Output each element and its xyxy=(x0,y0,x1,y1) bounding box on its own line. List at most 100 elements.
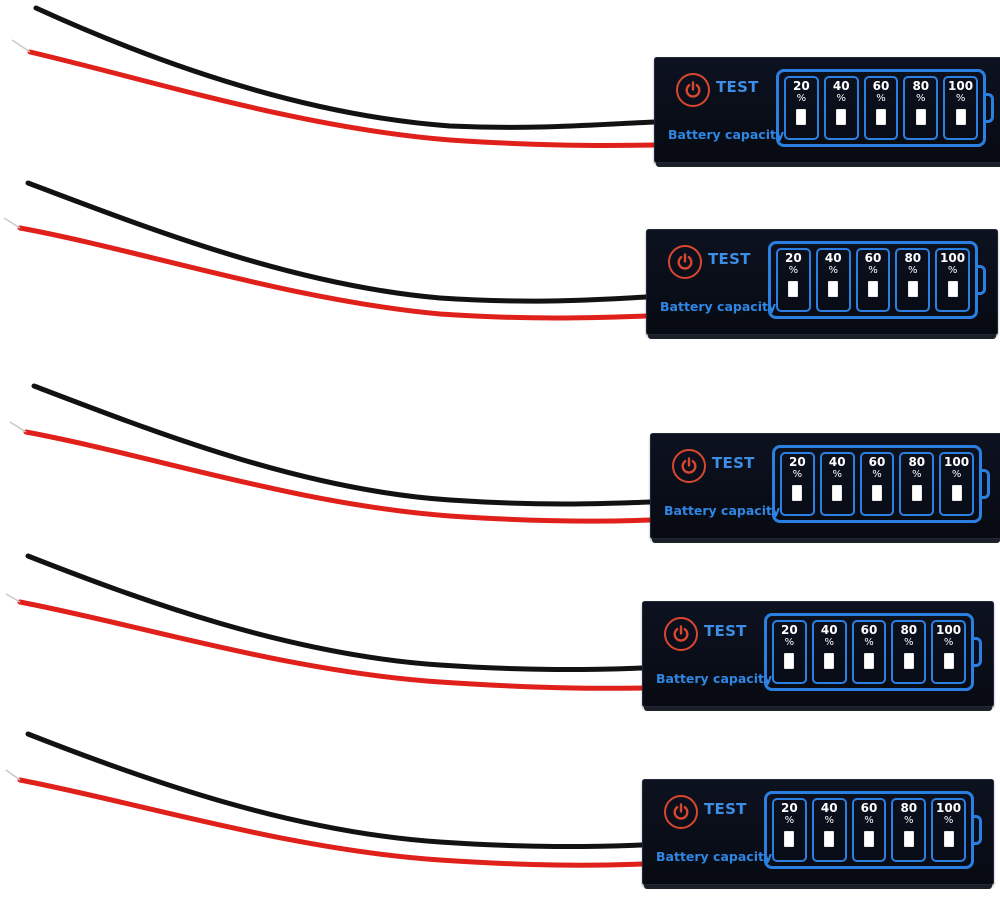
level-unit: % xyxy=(784,815,795,826)
level-cell-40: 40 % xyxy=(815,248,851,312)
level-cell-80: 80 % xyxy=(903,76,939,140)
level-value: 40 xyxy=(820,623,838,637)
level-cell-100: 100 % xyxy=(939,452,974,516)
level-led xyxy=(907,281,918,297)
level-led xyxy=(792,485,803,501)
level-cell-80: 80 % xyxy=(891,620,927,684)
battery-terminal xyxy=(974,637,982,667)
level-value: 80 xyxy=(900,623,918,637)
level-cell-80: 80 % xyxy=(899,452,935,516)
level-value: 20 xyxy=(785,251,802,265)
level-led xyxy=(832,485,843,501)
level-cell-60: 60 % xyxy=(859,452,895,516)
wire-black xyxy=(25,553,645,673)
level-led xyxy=(951,485,962,501)
level-value: 80 xyxy=(912,79,930,93)
level-unit: % xyxy=(832,469,842,480)
battery-indicator-board-2: TEST Battery capacity 20 % 40 % 60 % 80 … xyxy=(646,229,998,339)
level-value: 100 xyxy=(936,623,962,637)
battery-capacity-label: Battery capacity xyxy=(656,671,773,686)
level-unit: % xyxy=(784,637,795,648)
test-label: TEST xyxy=(704,622,747,640)
level-value: 80 xyxy=(904,251,922,265)
level-cell-100: 100 % xyxy=(931,798,966,862)
level-led xyxy=(788,281,799,297)
level-cell-40: 40 % xyxy=(823,76,859,140)
wire-pair-4 xyxy=(5,553,645,691)
level-led xyxy=(796,109,807,125)
level-value: 100 xyxy=(948,79,974,93)
level-led xyxy=(824,653,835,669)
level-cell-100: 100 % xyxy=(931,620,966,684)
level-unit: % xyxy=(916,93,926,104)
level-cell-60: 60 % xyxy=(851,798,887,862)
level-led xyxy=(955,109,966,125)
level-cell-80: 80 % xyxy=(895,248,931,312)
level-led xyxy=(863,831,874,847)
level-value: 20 xyxy=(789,455,806,469)
level-value: 80 xyxy=(908,455,926,469)
level-led xyxy=(875,109,886,125)
battery-indicator-board-4: TEST Battery capacity 20 % 40 % 60 % 80 … xyxy=(642,601,994,711)
level-unit: % xyxy=(824,815,834,826)
level-value: 20 xyxy=(781,801,798,815)
level-led xyxy=(867,281,878,297)
level-value: 60 xyxy=(860,623,878,637)
level-unit: % xyxy=(943,637,954,648)
battery-icon: 20 % 40 % 60 % 80 % 100 % xyxy=(768,241,978,319)
test-label: TEST xyxy=(716,78,759,96)
level-unit: % xyxy=(947,265,958,276)
battery-capacity-label: Battery capacity xyxy=(660,299,777,314)
level-unit: % xyxy=(912,469,922,480)
level-unit: % xyxy=(951,469,962,480)
test-label: TEST xyxy=(712,454,755,472)
level-led xyxy=(903,653,914,669)
level-unit: % xyxy=(836,93,846,104)
level-value: 80 xyxy=(900,801,918,815)
wire-strand xyxy=(5,593,21,603)
power-icon xyxy=(668,245,702,279)
level-value: 40 xyxy=(824,251,842,265)
level-cell-40: 40 % xyxy=(811,620,847,684)
level-cell-20: 20 % xyxy=(780,452,815,516)
level-unit: % xyxy=(788,265,799,276)
level-cell-100: 100 % xyxy=(943,76,978,140)
wire-black xyxy=(25,180,649,304)
level-cell-20: 20 % xyxy=(772,620,807,684)
battery-icon: 20 % 40 % 60 % 80 % 100 % xyxy=(772,445,982,523)
battery-terminal xyxy=(978,265,986,295)
level-value: 20 xyxy=(781,623,798,637)
wire-red xyxy=(23,429,653,524)
wire-pair-3 xyxy=(9,383,653,524)
wire-red xyxy=(27,49,659,148)
test-label: TEST xyxy=(708,250,751,268)
level-led xyxy=(828,281,839,297)
power-icon xyxy=(672,449,706,483)
level-led xyxy=(824,831,835,847)
level-led xyxy=(903,831,914,847)
wire-black xyxy=(31,383,653,507)
level-cell-80: 80 % xyxy=(891,798,927,862)
wire-strand xyxy=(9,421,27,433)
level-value: 40 xyxy=(832,79,850,93)
wire-black xyxy=(25,731,645,850)
level-cell-20: 20 % xyxy=(772,798,807,862)
level-led xyxy=(836,109,847,125)
level-unit: % xyxy=(943,815,954,826)
wire-strand xyxy=(5,769,21,781)
wire-red xyxy=(17,599,645,691)
level-unit: % xyxy=(824,637,834,648)
battery-indicator-board-5: TEST Battery capacity 20 % 40 % 60 % 80 … xyxy=(642,779,994,889)
level-unit: % xyxy=(955,93,966,104)
level-led xyxy=(784,831,795,847)
wire-black xyxy=(33,5,659,130)
level-value: 60 xyxy=(860,801,878,815)
battery-capacity-label: Battery capacity xyxy=(668,127,785,142)
level-value: 100 xyxy=(940,251,966,265)
level-unit: % xyxy=(864,637,874,648)
level-cell-60: 60 % xyxy=(863,76,899,140)
level-value: 60 xyxy=(872,79,890,93)
level-unit: % xyxy=(864,815,874,826)
